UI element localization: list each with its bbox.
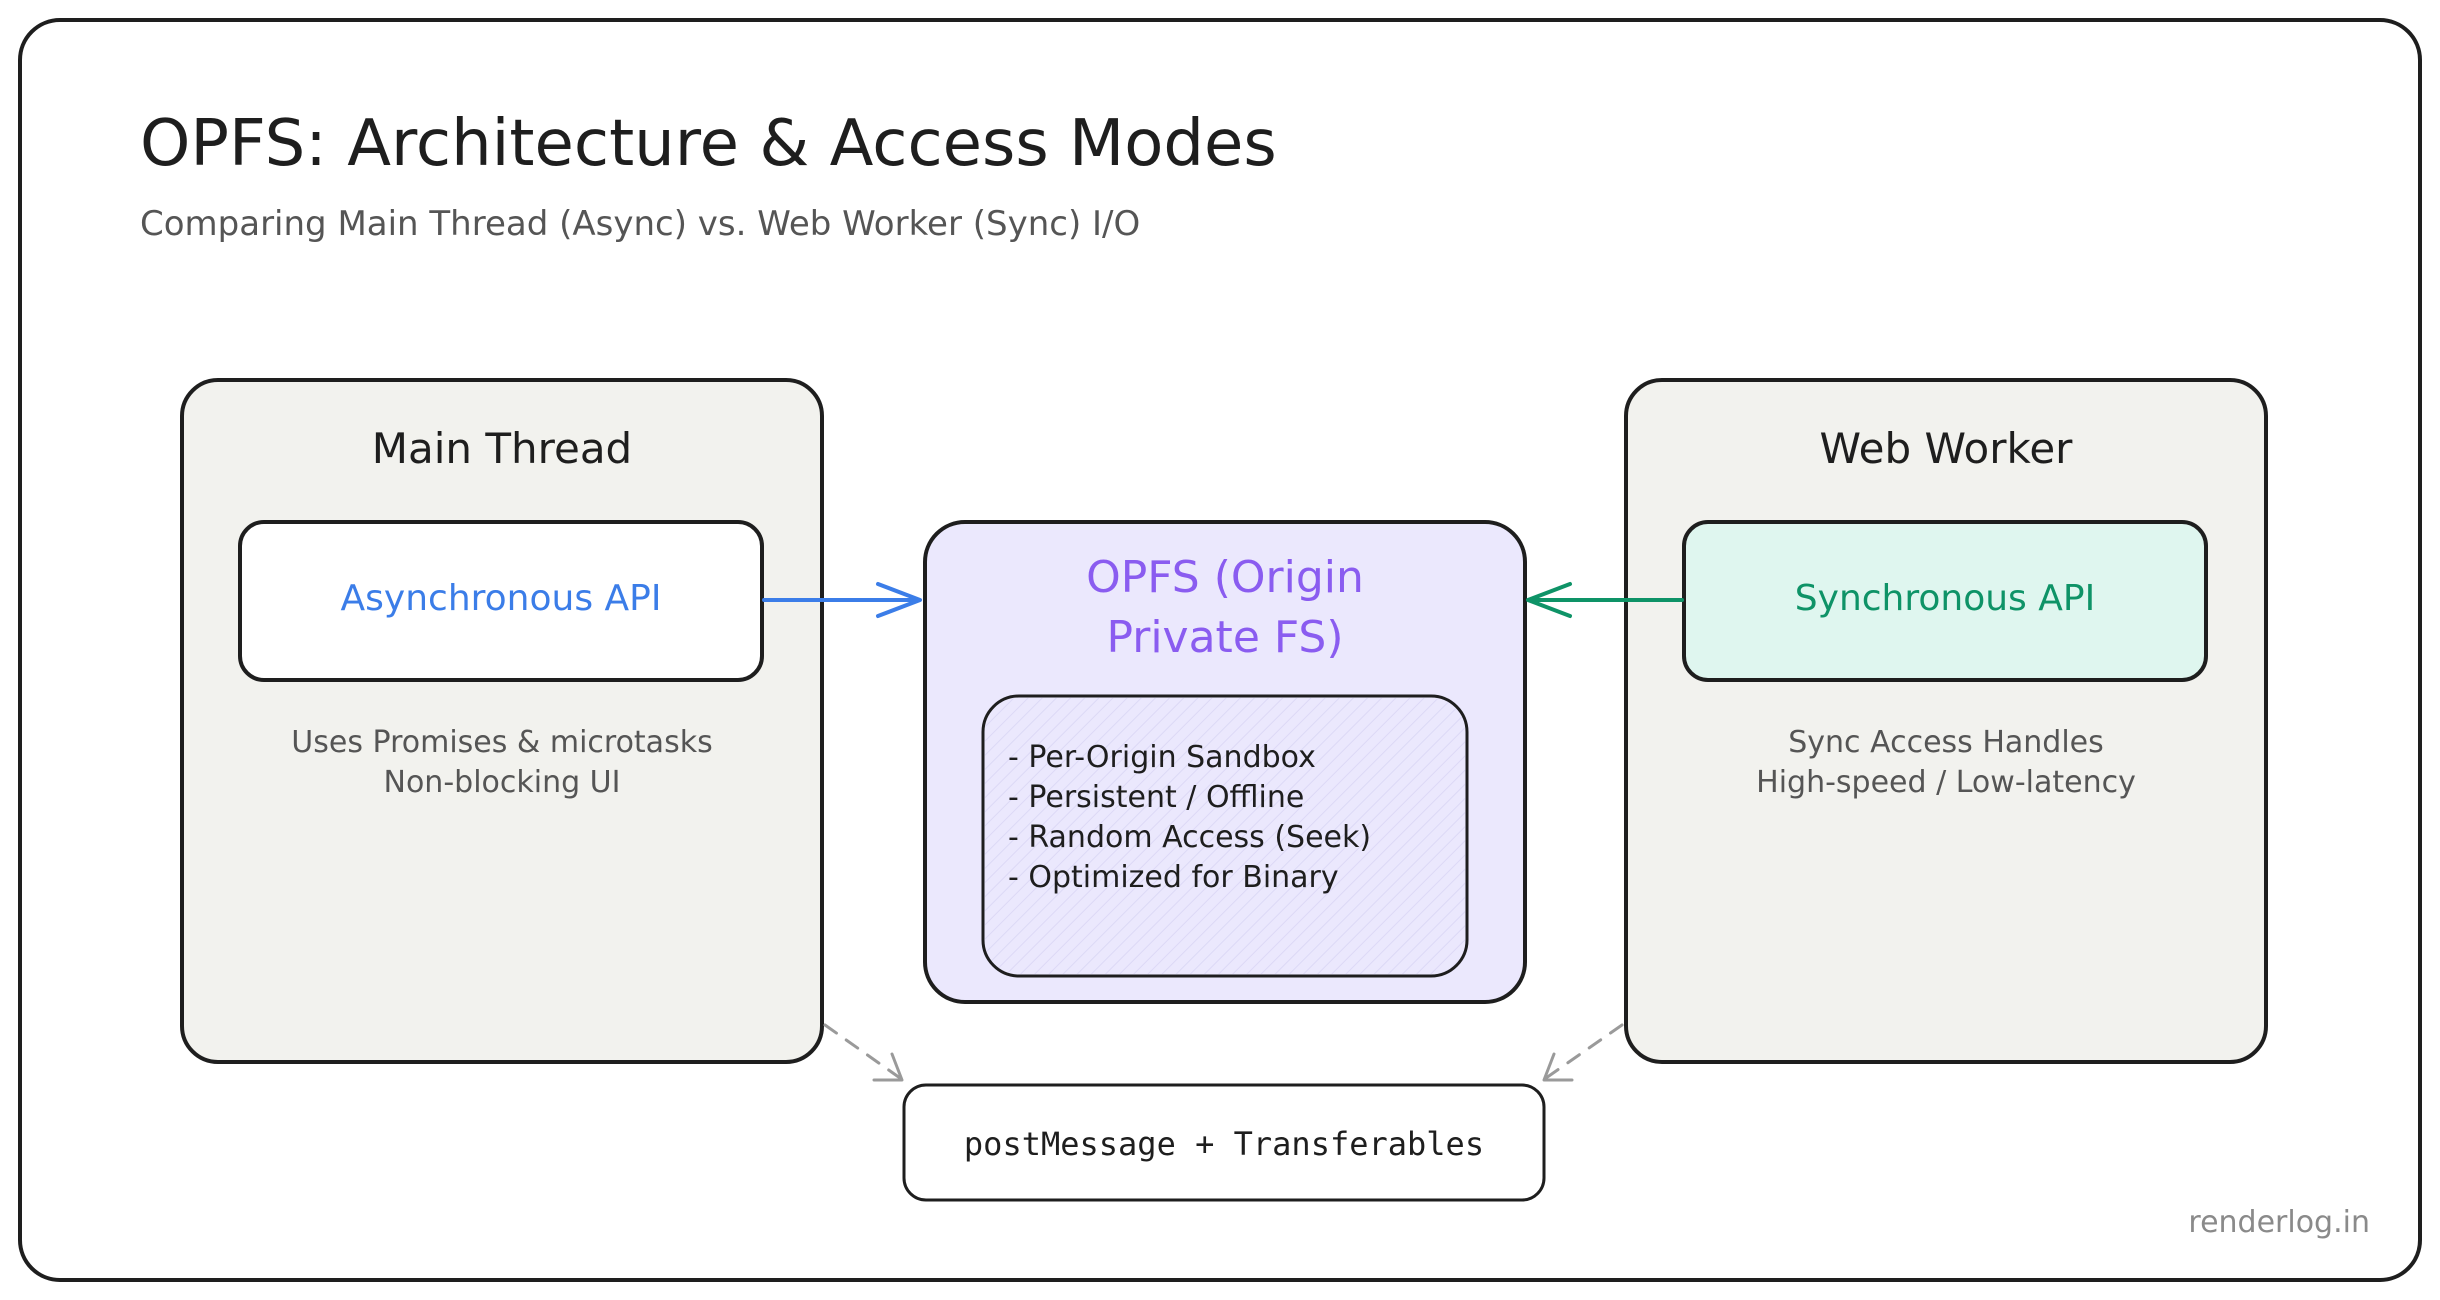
web-worker-note-2: High-speed / Low-latency	[1756, 765, 2136, 800]
opfs-feature-4: - Optimized for Binary	[1008, 860, 1339, 895]
async-api-label: Asynchronous API	[341, 578, 662, 619]
opfs-features-card: - Per-Origin Sandbox - Persistent / Offl…	[981, 694, 1469, 978]
web-worker-note-1: Sync Access Handles	[1788, 725, 2104, 760]
web-worker-to-bridge-arrow	[1542, 1023, 1624, 1082]
main-thread-heading: Main Thread	[372, 424, 632, 473]
sync-api-label: Synchronous API	[1795, 578, 2095, 619]
async-api-box	[238, 520, 764, 682]
main-thread-to-bridge-arrow	[823, 1023, 904, 1082]
web-worker-panel: Web Worker Synchronous API Sync Access H…	[1624, 378, 2268, 1064]
post-message-box: postMessage + Transferables	[902, 1083, 1546, 1202]
opfs-heading-line-1: OPFS (Origin	[1086, 552, 1364, 603]
main-thread-note-2: Non-blocking UI	[384, 765, 621, 800]
opfs-storage-box: OPFS (Origin Private FS) - Per-Origin Sa…	[923, 520, 1527, 1004]
opfs-feature-1: - Per-Origin Sandbox	[1008, 740, 1316, 775]
post-message-label: postMessage + Transferables	[964, 1125, 1484, 1163]
sync-to-opfs-arrow	[1526, 582, 1684, 618]
main-thread-note-1: Uses Promises & microtasks	[291, 725, 712, 760]
async-to-opfs-arrow	[762, 582, 922, 618]
main-thread-panel: Main Thread Asynchronous API Uses Promis…	[180, 378, 824, 1064]
watermark: renderlog.in	[2188, 1205, 2370, 1240]
diagram-title: OPFS: Architecture & Access Modes	[140, 107, 1277, 181]
opfs-feature-2: - Persistent / Offline	[1008, 780, 1304, 815]
diagram-subtitle: Comparing Main Thread (Async) vs. Web Wo…	[140, 204, 1140, 244]
sync-api-box	[1682, 520, 2208, 682]
opfs-feature-3: - Random Access (Seek)	[1008, 820, 1371, 855]
web-worker-heading: Web Worker	[1820, 424, 2074, 473]
opfs-heading-line-2: Private FS)	[1106, 612, 1343, 663]
